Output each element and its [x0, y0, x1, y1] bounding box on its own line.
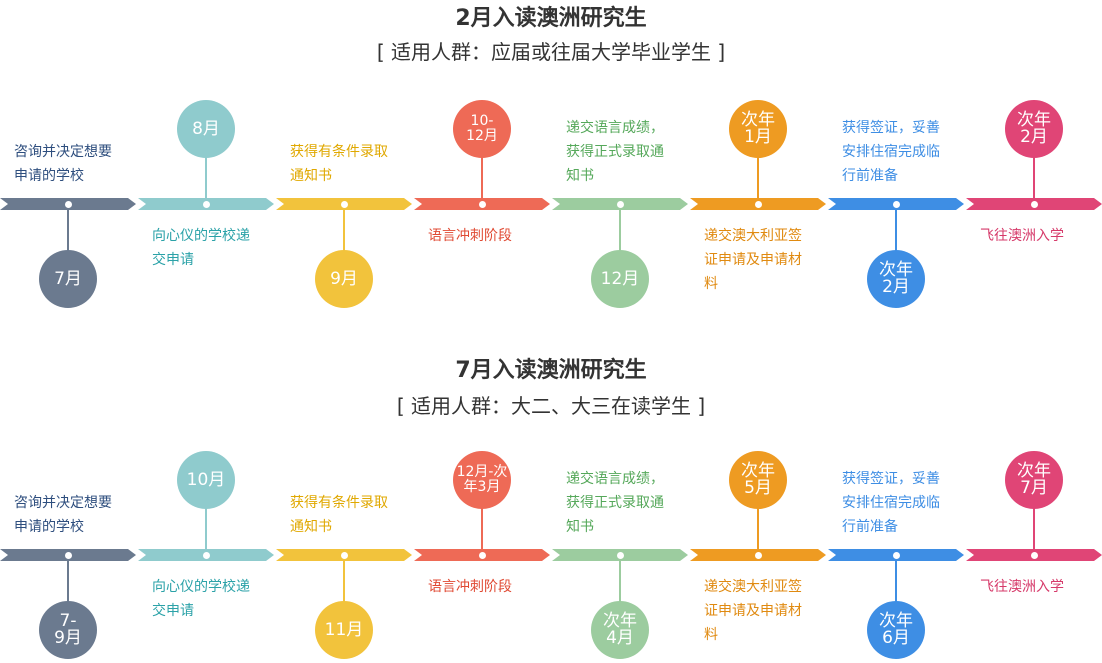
timeline-connector — [1033, 156, 1035, 198]
step-label: 飞往澳洲入学 — [980, 228, 1064, 244]
timeline-node — [616, 200, 624, 208]
step-label: 获得有条件录取 通知书 — [290, 495, 388, 535]
date-circle: 次年 1月 — [729, 100, 787, 158]
timeline-connector — [205, 507, 207, 549]
date-circle: 12月-次 年3月 — [453, 451, 511, 509]
timeline-connector — [343, 561, 345, 605]
timeline-connector — [481, 507, 483, 549]
date-circle: 11月 — [315, 601, 373, 659]
timeline-node — [616, 551, 624, 559]
step-label: 获得签证，妥善 安排住宿完成临 行前准备 — [842, 120, 940, 184]
timeline-node — [1030, 551, 1038, 559]
timeline-connector — [895, 561, 897, 605]
timeline-connector — [205, 156, 207, 198]
date-circle: 10月 — [177, 451, 235, 509]
timeline-node — [892, 551, 900, 559]
date-circle: 次年 2月 — [867, 250, 925, 308]
step-label: 向心仪的学校递 交申请 — [152, 228, 250, 268]
date-circle: 12月 — [591, 250, 649, 308]
date-circle: 次年 5月 — [729, 451, 787, 509]
timeline-subtitle: [ 适用人群：大二、大三在读学生 ] — [396, 394, 706, 418]
timeline-connector — [619, 210, 621, 254]
timeline-connector — [67, 561, 69, 605]
timeline-connector — [67, 210, 69, 254]
timeline-node — [340, 200, 348, 208]
step-label: 获得有条件录取 通知书 — [290, 144, 388, 184]
timeline-node — [202, 551, 210, 559]
timeline-connector — [481, 156, 483, 198]
date-circle: 次年 6月 — [867, 601, 925, 659]
timeline-node — [478, 200, 486, 208]
step-label: 递交澳大利亚签 证申请及申请材 料 — [704, 228, 802, 292]
step-label: 获得签证，妥善 安排住宿完成临 行前准备 — [842, 471, 940, 535]
timeline-connector — [895, 210, 897, 254]
step-label: 语言冲刺阶段 — [428, 579, 512, 595]
step-label: 咨询并决定想要 申请的学校 — [14, 495, 112, 535]
step-label: 飞往澳洲入学 — [980, 579, 1064, 595]
timeline-node — [340, 551, 348, 559]
step-label: 语言冲刺阶段 — [428, 228, 512, 244]
timeline-node — [478, 551, 486, 559]
timeline-connector — [619, 561, 621, 605]
step-label: 咨询并决定想要 申请的学校 — [14, 144, 112, 184]
timeline-node — [64, 200, 72, 208]
timeline-node — [754, 551, 762, 559]
timeline-node — [892, 200, 900, 208]
step-label: 向心仪的学校递 交申请 — [152, 579, 250, 619]
date-circle: 次年 7月 — [1005, 451, 1063, 509]
timeline-connector — [343, 210, 345, 254]
date-circle: 7月 — [39, 250, 97, 308]
timeline-title: 2月入读澳洲研究生 — [455, 6, 647, 31]
date-circle: 次年 2月 — [1005, 100, 1063, 158]
date-circle: 8月 — [177, 100, 235, 158]
date-circle: 7- 9月 — [39, 601, 97, 659]
timeline-connector — [757, 507, 759, 549]
step-label: 递交语言成绩， 获得正式录取通 知书 — [566, 120, 664, 184]
timeline-subtitle: [ 适用人群：应届或往届大学毕业学生 ] — [376, 40, 726, 64]
timeline-connector — [1033, 507, 1035, 549]
timeline-node — [64, 551, 72, 559]
timeline-connector — [757, 156, 759, 198]
timeline-title: 7月入读澳洲研究生 — [455, 358, 647, 383]
date-circle: 10- 12月 — [453, 100, 511, 158]
timeline-node — [1030, 200, 1038, 208]
step-label: 递交语言成绩， 获得正式录取通 知书 — [566, 471, 664, 535]
timeline-node — [754, 200, 762, 208]
step-label: 递交澳大利亚签 证申请及申请材 料 — [704, 579, 802, 643]
date-circle: 次年 4月 — [591, 601, 649, 659]
timeline-node — [202, 200, 210, 208]
date-circle: 9月 — [315, 250, 373, 308]
